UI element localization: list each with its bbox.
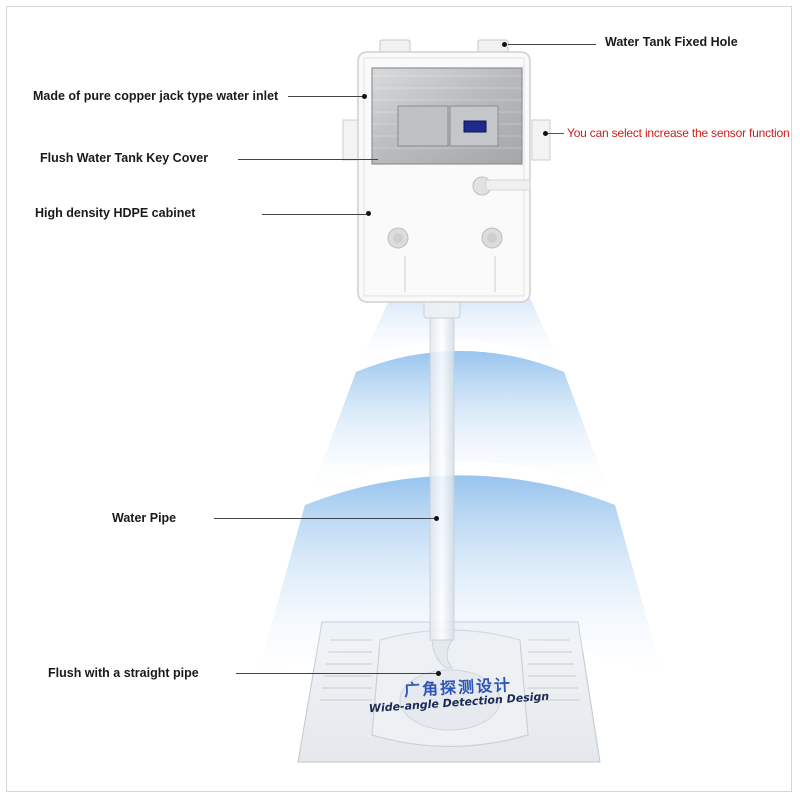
key-cover-label: Flush Water Tank Key Cover <box>40 151 209 165</box>
straight-pipe-leader <box>236 673 436 674</box>
tank-fixed-hole-marker <box>502 42 507 47</box>
straight-pipe-marker <box>436 671 441 676</box>
hdpe-cabinet-label: High density HDPE cabinet <box>35 206 196 220</box>
water-tank-fixed-hole-label: Water Tank Fixed Hole <box>605 35 738 49</box>
key-cover-panel <box>371 67 523 165</box>
copper-inlet-label: Made of pure copper jack type water inle… <box>33 89 279 103</box>
water-pipe-label: Water Pipe <box>112 511 177 525</box>
sensor-option-label: You can select increase the sensor funct… <box>567 126 790 140</box>
hdpe-cabinet-leader <box>262 214 366 215</box>
tank-fixed-hole-leader <box>508 44 596 45</box>
squat-pan <box>297 621 601 763</box>
key-cover-leader <box>238 159 378 160</box>
water-pipe-marker <box>434 516 439 521</box>
infrared-sensor-icon <box>463 120 487 133</box>
sensor-marker <box>543 131 548 136</box>
water-pipe <box>423 297 461 669</box>
water-pipe-leader <box>214 518 434 519</box>
hdpe-cabinet-marker <box>366 211 371 216</box>
image-frame <box>6 6 792 792</box>
straight-pipe-label: Flush with a straight pipe <box>48 666 199 680</box>
sensor-option-leader <box>548 133 564 134</box>
copper-inlet-marker <box>362 94 367 99</box>
copper-inlet-leader <box>288 96 362 97</box>
